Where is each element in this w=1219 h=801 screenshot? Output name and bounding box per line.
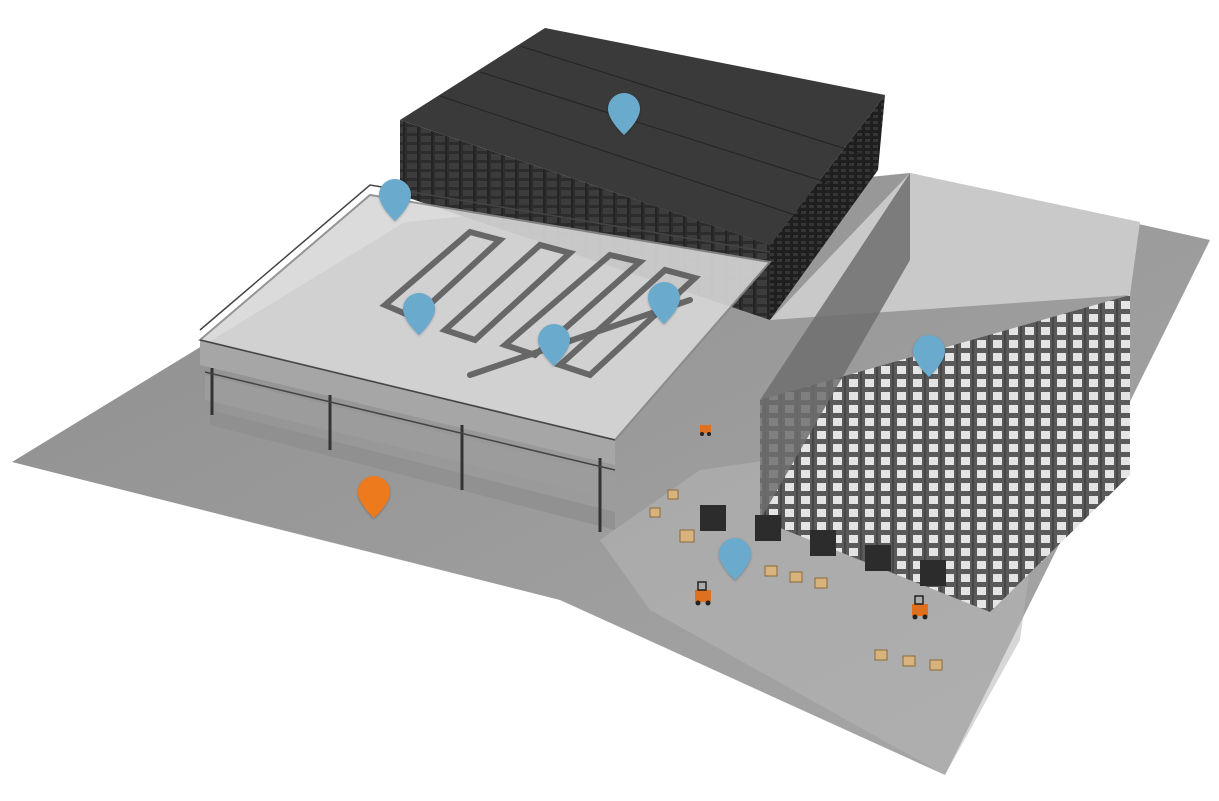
rack-left-face [760, 173, 910, 520]
dock-doors [700, 505, 946, 586]
forklifts [695, 425, 928, 620]
map-pin-icon [379, 179, 411, 221]
map-pin-icon [358, 476, 390, 518]
map-pin-icon [648, 282, 680, 324]
mezzanine-columns [210, 368, 602, 532]
rack-front-face [760, 295, 1130, 612]
ground-deck [210, 410, 615, 530]
map-pin-icon [403, 293, 435, 335]
forklift-2 [912, 595, 928, 620]
railings [199, 184, 771, 471]
hotspot-picking-2-pin[interactable] [537, 323, 571, 367]
pallets [649, 489, 943, 671]
map-pin-icon [719, 538, 751, 580]
hotspot-picking-3-pin[interactable] [647, 281, 681, 325]
mezzanine-edge [200, 340, 615, 465]
asrs-right-face [770, 95, 885, 320]
hotspot-picking-1-pin[interactable] [402, 292, 436, 336]
hotspot-rack-pin[interactable] [912, 334, 946, 378]
map-pin-icon [913, 335, 945, 377]
map-pin-icon [608, 93, 640, 135]
map-pin-icon [538, 324, 570, 366]
asrs-top-face [400, 28, 885, 245]
hotspot-floor-pin-active[interactable] [357, 475, 391, 519]
forklift-3 [700, 425, 711, 436]
hotspot-mezzanine-pin[interactable] [378, 178, 412, 222]
hotspot-asrs-pin[interactable] [607, 92, 641, 136]
lower-deck [205, 375, 615, 500]
forklift-1 [695, 581, 711, 606]
hotspot-docks-pin[interactable] [718, 537, 752, 581]
